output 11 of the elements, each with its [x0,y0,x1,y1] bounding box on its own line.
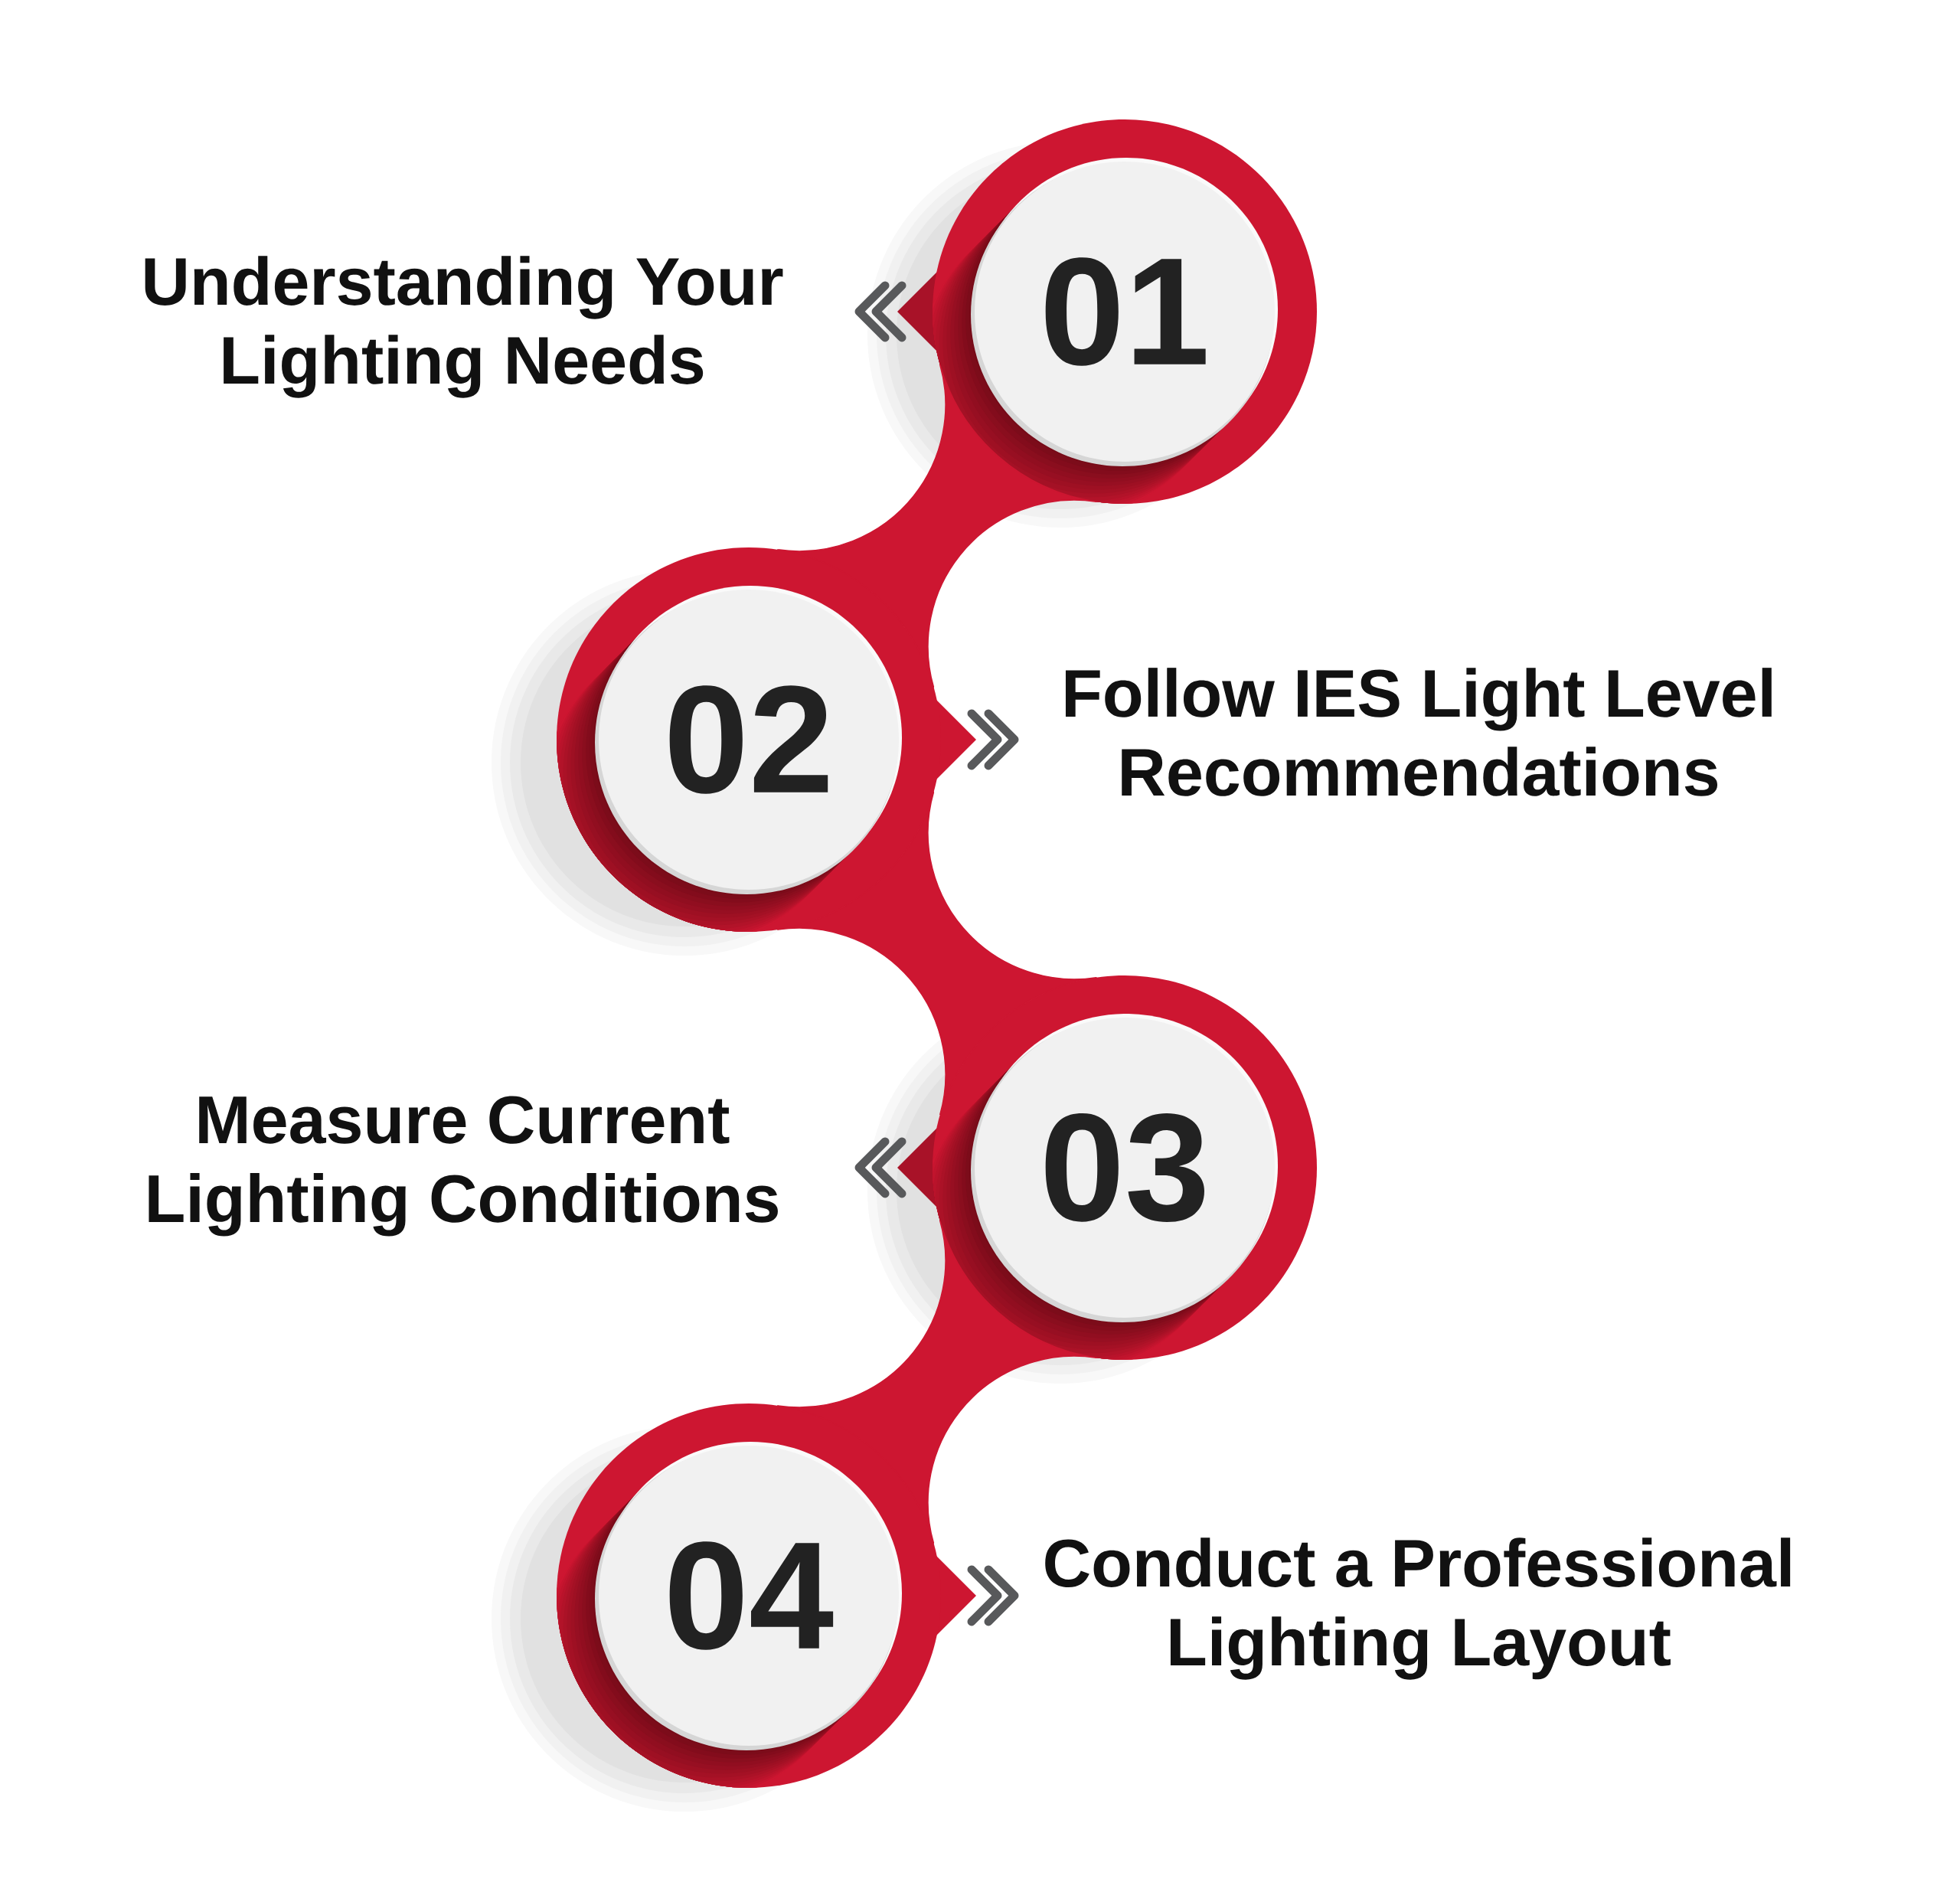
step-title: Measure Current Lighting Conditions [149,1096,778,1237]
connector-band [776,792,1097,1116]
connector-band [776,1220,1097,1544]
step-title: Follow IES Light Level Recommendations [1066,668,1772,796]
double-chevron-arrow [854,1137,906,1198]
double-chevron-arrow [854,281,906,342]
double-chevron-arrow [967,709,1019,770]
double-chevron-arrow [967,1565,1019,1626]
step-title: Conduct a Professional Lighting Layout [1045,1537,1791,1680]
connector-band [776,364,1097,688]
step-title: Understanding Your Lighting Needs [145,256,783,398]
